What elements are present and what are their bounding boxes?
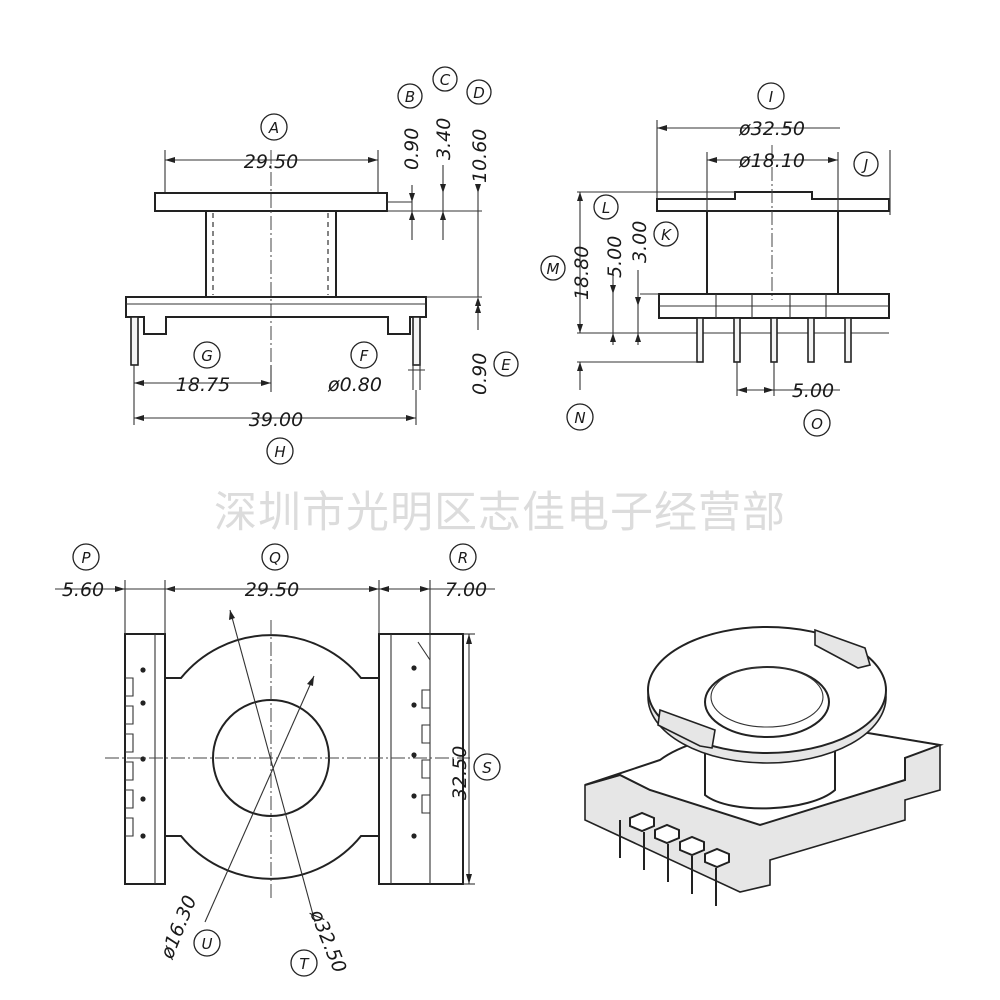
label-a-bubble [260, 113, 288, 141]
dim-r-value: 7.00 [445, 579, 487, 601]
front-pin-right [412, 316, 421, 366]
top-outer-arc-upper [165, 634, 379, 679]
dim-k-value: 3.00 [629, 221, 651, 263]
iso-tab-right [814, 628, 872, 669]
front-base [125, 296, 427, 335]
top-outer-arc-lower [165, 835, 379, 880]
label-b: B [405, 88, 415, 106]
label-p: P [81, 549, 91, 567]
dim-g-value: 18.75 [176, 374, 230, 396]
label-s-bubble [473, 753, 501, 781]
label-m-bubble [540, 255, 566, 281]
label-d: D [473, 84, 485, 102]
side-pin-2 [733, 317, 741, 363]
label-r: R [458, 549, 468, 567]
label-g-bubble [193, 341, 221, 369]
dim-d-value: 10.60 [469, 129, 491, 183]
dim-a-value: 29.50 [244, 151, 298, 173]
label-n-bubble [566, 403, 594, 431]
dim-l-value: 5.00 [604, 236, 626, 278]
dim-u-value: ø16.30 [156, 892, 202, 962]
label-c-bubble [432, 66, 458, 92]
top-view: 5.60 P 29.50 Q 7.00 R 32.50 S ø16.30 U ø… [55, 543, 501, 977]
label-t: T [299, 955, 310, 973]
side-view: ø32.50 I ø18.10 J 5.00 3.00 L K 18.80 M [540, 82, 891, 437]
top-left-rail [124, 633, 166, 885]
side-pin-4 [807, 317, 815, 363]
dim-p-value: 5.60 [62, 579, 104, 601]
label-m: M [547, 260, 560, 278]
side-pin-5 [844, 317, 852, 363]
dim-i-value: ø32.50 [738, 118, 805, 140]
label-s: S [482, 759, 492, 777]
label-j-bubble [853, 151, 879, 177]
label-k-bubble [653, 221, 679, 247]
label-g: G [201, 347, 213, 365]
label-u-bubble [193, 929, 221, 957]
side-pin-3 [770, 317, 778, 363]
label-n: N [574, 409, 585, 427]
front-core-column [205, 211, 337, 297]
label-l: L [602, 199, 610, 217]
dim-e-value: 0.90 [469, 353, 491, 395]
label-f-bubble [350, 341, 378, 369]
label-a: A [268, 119, 279, 137]
label-o-bubble [803, 409, 831, 437]
label-f: F [360, 347, 369, 365]
dim-j-value: ø18.10 [738, 150, 805, 172]
dim-q-value: 29.50 [245, 579, 299, 601]
label-i: I [769, 88, 774, 106]
dim-s-value: 32.50 [449, 746, 471, 800]
watermark-text: 深圳市光明区志佳电子经营部 [214, 488, 786, 538]
label-h-bubble [266, 437, 294, 465]
label-j: J [861, 156, 868, 174]
front-view: 29.50 A 0.90 3.40 10.60 B C D 0.90 E ø0.… [125, 66, 519, 465]
label-d-bubble [466, 79, 492, 105]
side-pin-1 [696, 317, 704, 363]
label-c: C [440, 71, 451, 89]
iso-tab-left [657, 708, 716, 749]
label-q: Q [269, 549, 281, 567]
label-l-bubble [593, 194, 619, 220]
label-r-bubble [449, 543, 477, 571]
label-o: O [811, 415, 823, 433]
label-e-bubble [493, 351, 519, 377]
dim-c-value: 3.40 [433, 118, 455, 160]
dim-f-value: ø0.80 [327, 374, 382, 396]
front-pin-left [130, 316, 139, 366]
side-top-flange [656, 191, 890, 212]
label-p-bubble [72, 543, 100, 571]
label-b-bubble [397, 83, 423, 109]
dim-h-value: 39.00 [249, 409, 303, 431]
label-h: H [274, 443, 285, 461]
label-k: K [661, 226, 672, 244]
label-t-bubble [290, 949, 318, 977]
label-e: E [501, 356, 511, 374]
label-i-bubble [757, 82, 785, 110]
label-u: U [202, 935, 213, 953]
dim-o-value: 5.00 [792, 380, 834, 402]
side-base [658, 293, 890, 319]
isometric-view [584, 626, 944, 906]
dim-b-value: 0.90 [401, 128, 423, 170]
dim-m-value: 18.80 [571, 246, 593, 300]
label-q-bubble [261, 543, 289, 571]
